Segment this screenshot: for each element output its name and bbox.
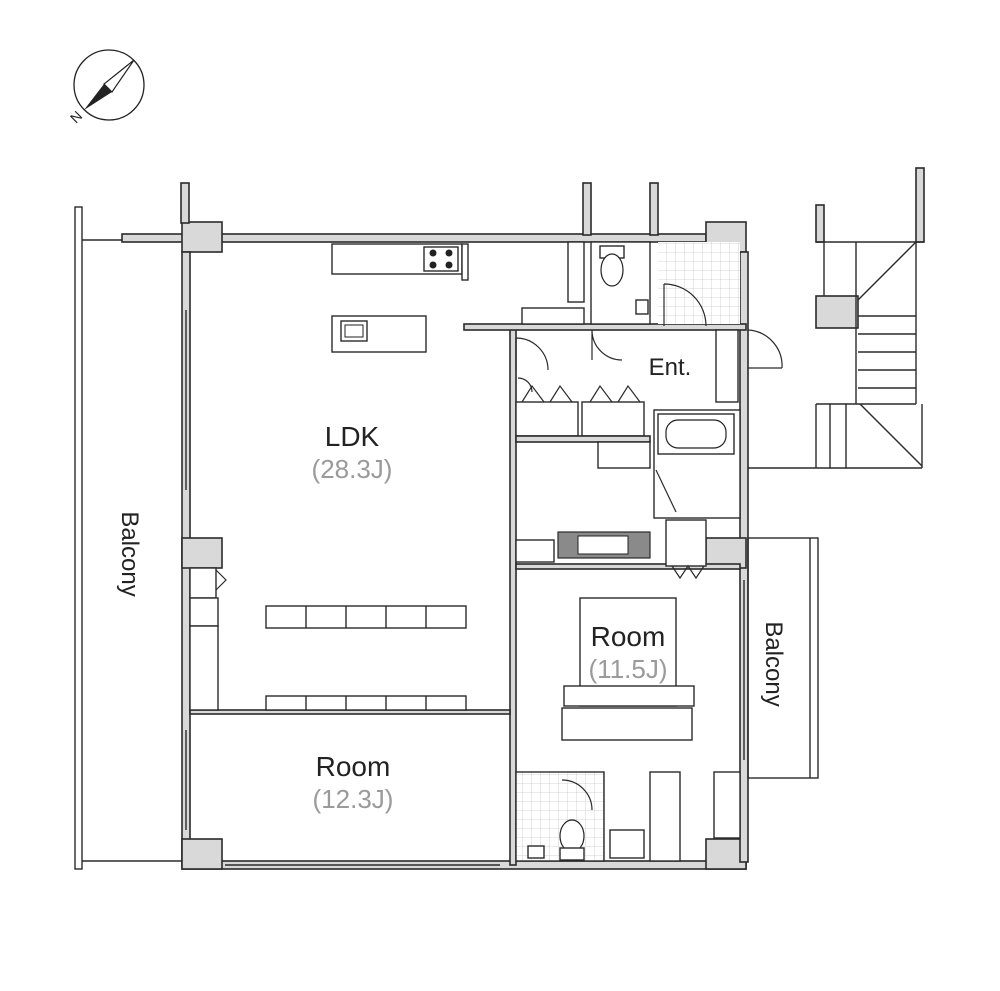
walls xyxy=(121,182,749,870)
closet-door-icon xyxy=(215,569,227,591)
door-arc-icon xyxy=(517,377,533,393)
toilet-bowl-icon xyxy=(559,819,585,853)
closet-west-2 xyxy=(189,597,219,627)
shower-icon xyxy=(609,829,645,859)
burner-icon xyxy=(445,261,453,269)
room-east-label: Room xyxy=(591,621,666,652)
burner-icon xyxy=(429,249,437,257)
sink-icon xyxy=(340,320,368,342)
toilet-upper xyxy=(521,241,651,325)
ldk-label: LDK xyxy=(325,421,380,452)
compass-north-label: N xyxy=(67,108,85,126)
column-west-mid xyxy=(181,537,223,569)
closet-door-icon xyxy=(671,564,705,580)
bathroom xyxy=(515,409,741,580)
kitchen xyxy=(331,243,469,353)
column-bottom-left xyxy=(181,838,223,870)
hall-wall-seg xyxy=(515,435,651,443)
burner-icon xyxy=(429,261,437,269)
sink-basin-icon xyxy=(344,324,364,338)
room-west-area: (12.3J) xyxy=(313,784,394,814)
east-balcony-label: Balcony xyxy=(760,621,787,706)
east-bedroom xyxy=(561,597,741,862)
labels: LDK (28.3J) Room (12.3J) Room (11.5J) En… xyxy=(116,354,787,814)
wall-hall-top xyxy=(463,323,747,331)
column-top-left xyxy=(181,221,223,253)
shoe-closet xyxy=(521,307,585,325)
stair-landing-col xyxy=(815,295,859,329)
cabinet-door-icon xyxy=(521,384,573,403)
door-arc-icon xyxy=(515,337,549,371)
hall xyxy=(515,329,651,443)
storage-row-bottom xyxy=(265,695,467,711)
wall-stub-top-left xyxy=(180,182,190,224)
wc-shelf xyxy=(567,241,585,303)
stair-wall xyxy=(915,167,925,243)
burner-icon xyxy=(445,249,453,257)
kitchen-counter-end xyxy=(461,243,469,281)
west-balcony xyxy=(74,206,182,870)
toilet-sink-icon xyxy=(635,299,649,315)
compass: N xyxy=(67,49,145,126)
toilet-tank-icon xyxy=(559,847,585,861)
wall-bed-top xyxy=(515,563,741,570)
west-balcony-label: Balcony xyxy=(116,511,143,596)
storage-row-top xyxy=(265,605,467,629)
entrance-storage xyxy=(715,329,739,403)
wall-stub-top-mid xyxy=(582,182,592,236)
wash-basin-icon xyxy=(577,535,629,555)
compass-needle-north-icon xyxy=(84,84,112,110)
entrance xyxy=(658,242,783,403)
hall-cabinet-2 xyxy=(581,401,645,437)
ldk-area: (28.3J) xyxy=(312,454,393,484)
utility-closet xyxy=(665,519,707,567)
ldk-storage xyxy=(189,567,467,711)
bath-door-icon xyxy=(655,469,677,513)
west-windows xyxy=(185,310,745,866)
west-balcony-rail xyxy=(74,206,83,870)
closet-west xyxy=(189,567,217,599)
entrance-label: Ent. xyxy=(649,354,692,381)
closet-west-3 xyxy=(189,625,219,711)
closet-bed-2 xyxy=(713,771,741,839)
entrance-tile xyxy=(658,242,740,324)
hall-cabinet-1 xyxy=(515,401,579,437)
toilet-sink-icon xyxy=(527,845,545,859)
east-balcony xyxy=(747,537,819,779)
closet-bed-1 xyxy=(649,771,681,862)
toilet-bowl-icon xyxy=(600,253,624,287)
wall-stub-top-right xyxy=(649,182,659,236)
bed-headboard xyxy=(563,685,695,707)
entrance-door-icon xyxy=(663,283,707,327)
cabinet-door-icon xyxy=(589,384,641,403)
door-arc-icon xyxy=(591,329,623,361)
front-door-icon xyxy=(747,329,783,369)
washer-space xyxy=(515,539,555,563)
wash-storage xyxy=(597,441,651,469)
toilet-room-lower-outline xyxy=(515,771,605,862)
bathtub-inner-icon xyxy=(665,419,727,449)
toilet-door-icon xyxy=(561,779,593,811)
room-west-label: Room xyxy=(316,751,391,782)
stair-wall-2 xyxy=(815,204,825,243)
room-east-area: (11.5J) xyxy=(589,654,668,684)
stove-icon xyxy=(423,246,459,272)
bed-bench xyxy=(561,707,693,741)
column-east-mid xyxy=(705,537,747,569)
toilet-lower xyxy=(515,771,605,862)
stairwell xyxy=(748,167,925,469)
wall-ldk-east xyxy=(509,324,517,866)
east-balcony-outline xyxy=(747,537,819,779)
